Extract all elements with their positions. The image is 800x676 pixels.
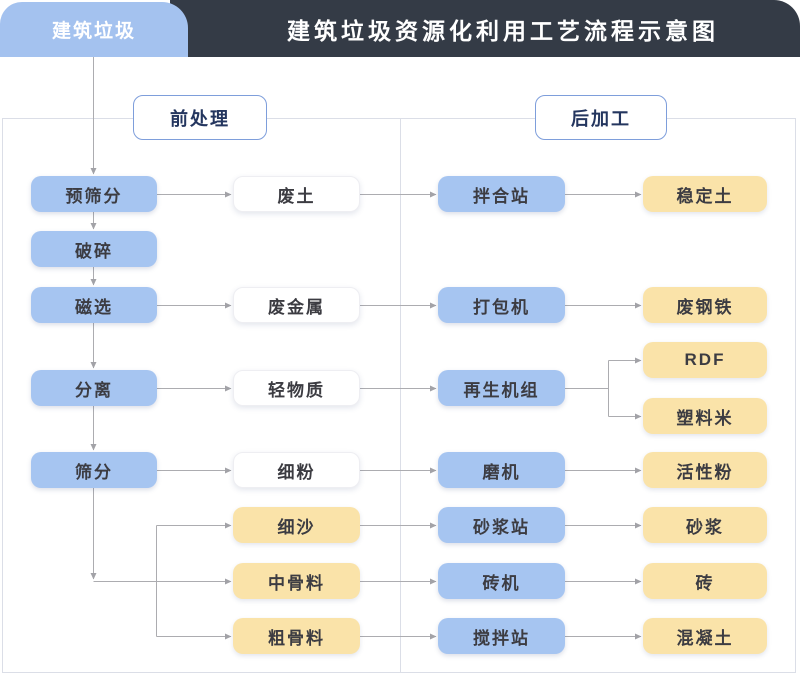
node-mortar-station: 砂浆站 xyxy=(438,507,565,543)
node-fine-powder: 细粉 xyxy=(233,452,360,488)
node-fine-sand: 细沙 xyxy=(233,507,360,543)
node-waste-soil: 废土 xyxy=(233,176,360,212)
page-title: 建筑垃圾资源化利用工艺流程示意图 xyxy=(287,17,719,44)
node-brick-machine: 砖机 xyxy=(438,563,565,599)
node-scrap-steel: 废钢铁 xyxy=(643,287,767,323)
node-screening: 筛分 xyxy=(31,452,157,488)
node-coarse-aggregate: 粗骨料 xyxy=(233,618,360,654)
node-brick: 砖 xyxy=(643,563,767,599)
section-divider-line xyxy=(400,118,401,673)
node-pre-screening: 预筛分 xyxy=(31,176,157,212)
node-separation: 分离 xyxy=(31,370,157,406)
node-mixing-plant: 拌合站 xyxy=(438,176,565,212)
node-light-material: 轻物质 xyxy=(233,370,360,406)
node-baler: 打包机 xyxy=(438,287,565,323)
node-concrete-mixing-station: 搅拌站 xyxy=(438,618,565,654)
node-regeneration-unit: 再生机组 xyxy=(438,370,565,406)
diagram-panel-border xyxy=(2,118,796,673)
node-active-powder: 活性粉 xyxy=(643,452,767,488)
section-pretreatment-label: 前处理 xyxy=(170,108,230,129)
header-bar: 建筑垃圾资源化利用工艺流程示意图 xyxy=(170,0,800,57)
node-medium-aggregate: 中骨料 xyxy=(233,563,360,599)
node-mill: 磨机 xyxy=(438,452,565,488)
section-pretreatment: 前处理 xyxy=(133,95,267,140)
node-plastic-pellets: 塑料米 xyxy=(643,398,767,434)
section-postprocessing-label: 后加工 xyxy=(571,108,631,129)
section-postprocessing: 后加工 xyxy=(535,95,667,140)
node-crushing: 破碎 xyxy=(31,231,157,267)
node-mortar: 砂浆 xyxy=(643,507,767,543)
node-concrete: 混凝土 xyxy=(643,618,767,654)
node-scrap-metal: 废金属 xyxy=(233,287,360,323)
source-tab-label: 建筑垃圾 xyxy=(51,21,136,42)
source-tab: 建筑垃圾 xyxy=(0,2,188,57)
node-rdf: RDF xyxy=(643,342,767,378)
node-stabilized-soil: 稳定土 xyxy=(643,176,767,212)
node-magnetic-separation: 磁选 xyxy=(31,287,157,323)
